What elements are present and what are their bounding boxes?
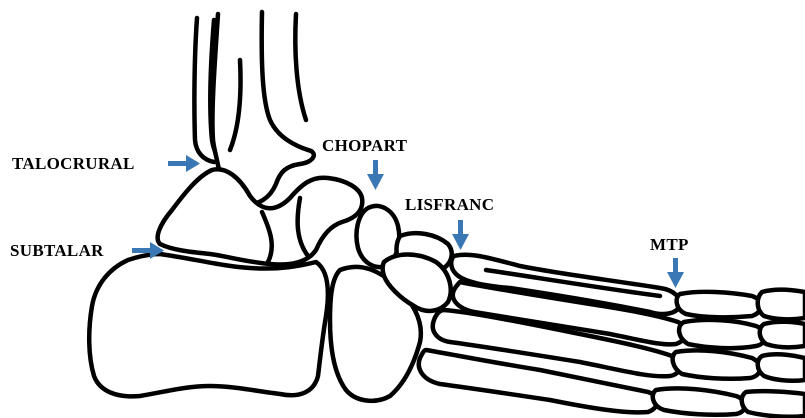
chopart-label: CHOPART [322, 136, 408, 155]
arrow-down-icon [667, 258, 684, 288]
subtalar-label: SUBTALAR [10, 241, 104, 260]
tibia-inner-line [295, 14, 306, 120]
arrow-down-icon [452, 220, 469, 250]
talocrural-label: TALOCRURAL [12, 154, 135, 173]
proximal-phalanx-1 [677, 292, 761, 317]
calcaneus-bone [89, 254, 328, 396]
arrow-down-icon [367, 160, 384, 190]
mtp-label: MTP [650, 235, 689, 254]
distal-phalanx-1 [758, 290, 805, 320]
distal-phalanx-2 [760, 322, 805, 348]
distal-phalanx-3 [758, 354, 805, 380]
proximal-phalanx-3 [673, 350, 760, 378]
arrow-right-icon [168, 155, 200, 172]
proximal-phalanx-4 [653, 388, 745, 414]
proximal-phalanx-2 [679, 320, 765, 348]
lisfranc-label: LISFRANC [405, 195, 494, 214]
distal-phalanx-4 [742, 391, 805, 417]
